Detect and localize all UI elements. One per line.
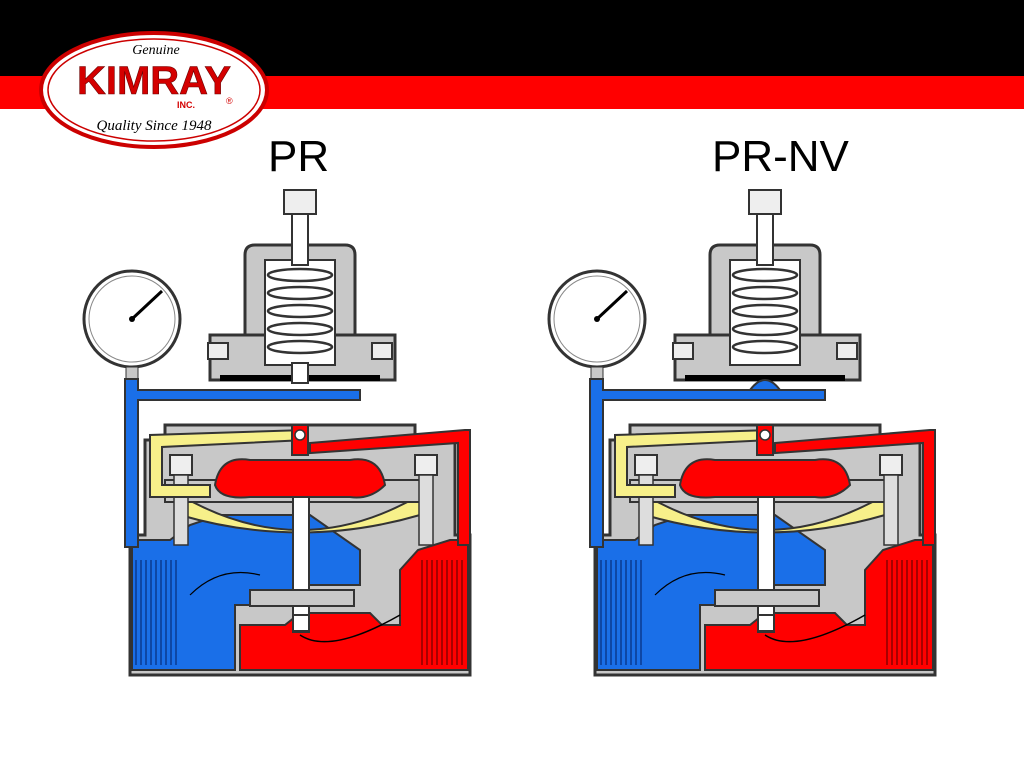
supply-line	[774, 429, 936, 546]
plug-nut	[757, 614, 775, 632]
kimray-logo: Genuine KIMRAY INC. ® Quality Since 1948	[39, 31, 269, 149]
adjusting-nut	[748, 189, 782, 215]
valve-title-pr: PR	[268, 132, 330, 181]
main-diaphragm-upper	[678, 458, 852, 499]
inlet-cavity	[239, 539, 469, 671]
logo-top-text: Genuine	[132, 43, 179, 58]
valve-diagram-pr	[82, 189, 472, 677]
valve-plug	[249, 589, 355, 607]
valve-plug	[714, 589, 820, 607]
sense-line	[589, 378, 826, 548]
plug-nut	[292, 614, 310, 632]
valve-title-prnv: PR-NV	[712, 132, 849, 181]
valve-diagram-prnv	[547, 189, 937, 677]
logo-brand: KIMRAY	[77, 59, 231, 103]
inlet-cavity	[704, 539, 934, 671]
adjusting-nut	[283, 189, 317, 215]
pilot-line	[149, 428, 306, 498]
logo-registered: ®	[226, 96, 233, 106]
valve-stem	[757, 496, 775, 633]
logo-tagline: Quality Since 1948	[97, 118, 212, 134]
main-diaphragm-upper	[213, 458, 387, 499]
valve-stem	[292, 496, 310, 633]
supply-line	[309, 429, 471, 546]
pilot-diaphragm	[685, 375, 845, 381]
pilot-line	[614, 428, 771, 498]
flow-arrow	[764, 614, 866, 643]
flow-arrow	[299, 614, 401, 643]
logo-inc: INC.	[177, 100, 195, 110]
pressure-gauge-icon	[82, 269, 182, 380]
sense-line	[124, 378, 361, 548]
pressure-gauge-icon	[547, 269, 647, 380]
